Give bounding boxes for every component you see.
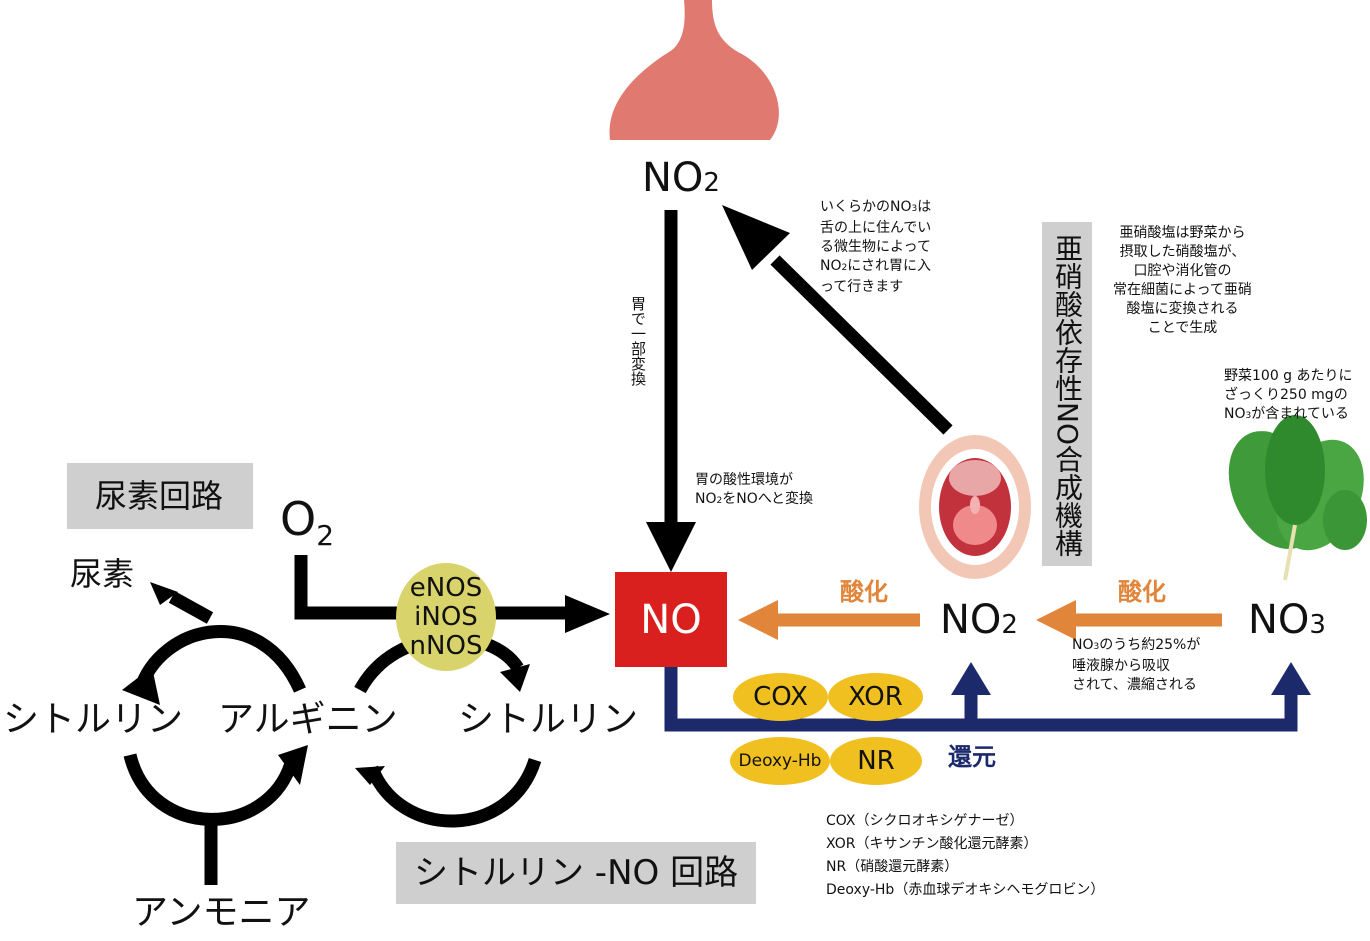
xor-badge: XOR <box>828 673 923 721</box>
no2-mid-label: NO2 <box>940 597 1018 643</box>
no-box-label: NO <box>640 597 702 643</box>
citrulline-left-label: シトルリン <box>3 699 184 740</box>
citrulline-cycle-title: シトルリン -NO 回路 <box>414 853 739 893</box>
legend-item: XOR（キサンチン酸化還元酵素） <box>826 836 1038 852</box>
legend-item: NR（硝酸還元酵素） <box>826 859 959 875</box>
urea-cycle-title-box: 尿素回路 <box>67 463 253 529</box>
stomach-partial-note: 胃で一部変換 <box>629 296 647 386</box>
saliva-note: NO3のうち約25%が 唾液腺から吸収 されて、濃縮される <box>1072 637 1201 693</box>
nitrite-mechanism-title: 亜硝酸依存性NO合成機構 <box>1051 234 1084 557</box>
no2-top-label: NO2 <box>642 155 720 201</box>
arginine-label: アルギニン <box>218 699 398 740</box>
urea-label: 尿素 <box>70 555 135 593</box>
oxidation-right-label: 酸化 <box>1118 578 1166 606</box>
nitrite-origin-note: 亜硝酸塩は野菜から 摂取した硝酸塩が、 口腔や消化管の 常在細菌によって亜硝 酸… <box>1113 225 1252 336</box>
vegetable-nitrate-note: 野菜100 g あたりに ざっくり250 mgの NO3が含まれている <box>1224 368 1353 422</box>
stomach-acid-note: 胃の酸性環境が NO2をNOへと変換 <box>695 472 814 507</box>
oxidation-left-label: 酸化 <box>840 578 888 606</box>
reduction-label: 還元 <box>948 743 996 771</box>
cox-badge: COX <box>733 673 828 721</box>
o2-label: O2 <box>280 492 335 552</box>
no-box-bg <box>615 572 727 667</box>
deoxy-hb-badge: Deoxy-Hb <box>730 737 830 785</box>
ammonia-label: アンモニア <box>132 892 311 933</box>
stomach-icon <box>609 0 779 140</box>
nitrite-mechanism-box: 亜硝酸依存性NO合成機構 <box>1042 222 1092 566</box>
enzyme-legend: COX（シクロオキシゲナーゼ） XOR（キサンチン酸化還元酵素） NR（硝酸還元… <box>826 810 1104 902</box>
mouth-icon <box>919 435 1031 579</box>
citrulline-cycle-box: シトルリン -NO 回路 <box>396 842 756 904</box>
spinach-icon <box>1228 415 1367 581</box>
nr-badge: NR <box>830 737 922 785</box>
tongue-bacteria-note: いくらかのNO3は 舌の上に住んでい る微生物によって NO2にされ胃に入 って… <box>820 199 932 295</box>
urea-cycle-title: 尿素回路 <box>95 477 224 515</box>
no3-label: NO3 <box>1248 597 1326 643</box>
legend-item: COX（シクロオキシゲナーゼ） <box>826 813 1024 829</box>
citrulline-right-label: シトルリン <box>458 699 639 740</box>
nos-badge <box>396 563 496 671</box>
legend-item: Deoxy-Hb（赤血球デオキシヘモグロビン） <box>826 882 1105 898</box>
